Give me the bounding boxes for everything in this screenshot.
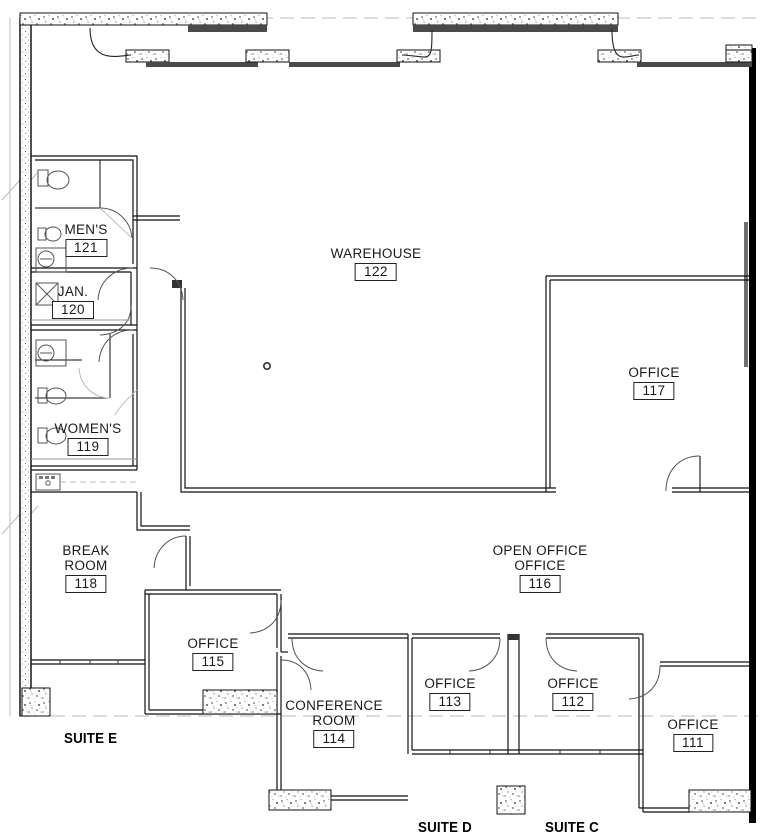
- room-name-line1: BREAK: [62, 543, 110, 558]
- room-number: 121: [64, 239, 108, 257]
- door-swings: [78, 207, 661, 700]
- room-number: 112: [552, 693, 594, 711]
- room-label-womens: WOMEN'S 119: [55, 421, 122, 456]
- drawing-root: [1, 12, 760, 823]
- room-name: OFFICE: [667, 717, 719, 732]
- column-marker: [262, 361, 271, 370]
- room-name-line1: CONFERENCE: [285, 698, 383, 713]
- room-name-line1: OPEN OFFICE: [492, 543, 588, 558]
- suite-label-d: SUITE D: [418, 820, 472, 836]
- suite-label-c: SUITE C: [545, 820, 599, 836]
- room-number: 114: [313, 730, 355, 748]
- room-number: 115: [192, 653, 234, 671]
- room-name-line2: ROOM: [312, 713, 356, 728]
- room-name: WOMEN'S: [54, 421, 122, 436]
- room-label-conference-room: CONFERENCE ROOM 114: [285, 698, 383, 748]
- room-label-open-office-116: OPEN OFFICE OFFICE 116: [493, 543, 588, 593]
- room-label-warehouse: WAREHOUSE 122: [331, 246, 422, 281]
- room-number: 120: [51, 301, 95, 319]
- room-number: 122: [354, 263, 398, 281]
- room-number: 119: [67, 438, 109, 456]
- exterior-walls: [19, 12, 756, 823]
- room-label-janitor: JAN. 120: [51, 284, 95, 319]
- glazing-mullions: [59, 660, 601, 754]
- plumbing-fixtures: [31, 169, 137, 491]
- room-name: WAREHOUSE: [330, 246, 422, 261]
- room-name-line2: OFFICE: [514, 558, 566, 573]
- room-label-office-117: OFFICE 117: [628, 365, 679, 400]
- room-name: JAN.: [57, 284, 89, 299]
- room-name: MEN'S: [64, 222, 108, 237]
- room-number: 111: [672, 734, 714, 752]
- room-name: OFFICE: [424, 676, 476, 691]
- room-number: 118: [65, 575, 107, 593]
- room-name-line2: ROOM: [64, 558, 108, 573]
- room-number: 116: [519, 575, 561, 593]
- room-label-mens: MEN'S 121: [64, 222, 107, 257]
- room-number: 117: [633, 382, 675, 400]
- room-label-office-113: OFFICE 113: [424, 676, 475, 711]
- room-label-break-room: BREAK ROOM 118: [62, 543, 109, 593]
- suite-label-e: SUITE E: [64, 731, 118, 747]
- room-name: OFFICE: [628, 365, 680, 380]
- room-label-office-112: OFFICE 112: [547, 676, 598, 711]
- room-label-office-115: OFFICE 115: [187, 636, 238, 671]
- room-label-office-111: OFFICE 111: [667, 717, 718, 752]
- room-name: OFFICE: [187, 636, 239, 651]
- concrete-pads: [21, 687, 752, 815]
- room-number: 113: [429, 693, 471, 711]
- room-name: OFFICE: [547, 676, 599, 691]
